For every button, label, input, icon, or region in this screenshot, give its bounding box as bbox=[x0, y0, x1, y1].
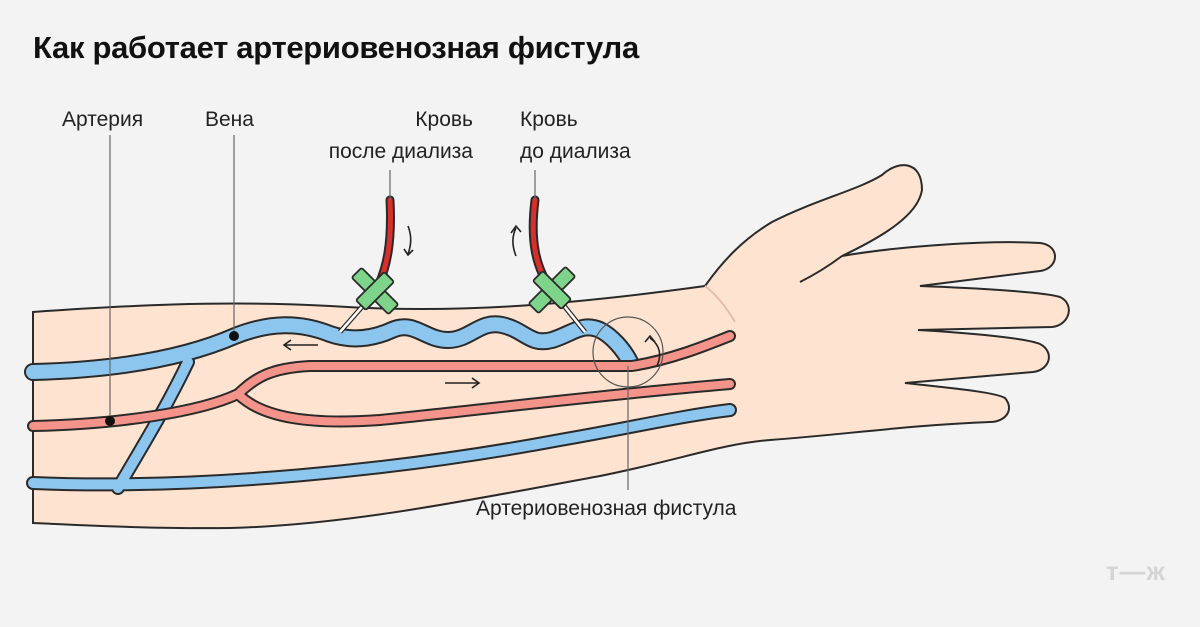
page-title: Как работает артериовенозная фистула bbox=[33, 30, 639, 65]
blood-after-line2: после диализа bbox=[328, 140, 473, 163]
tube-return-flow-arrow bbox=[403, 225, 414, 257]
tube-draw bbox=[528, 195, 587, 334]
blood-before-dialysis-label: Кровь до диализа bbox=[520, 104, 631, 168]
leader-lines bbox=[109, 135, 629, 490]
blood-after-dialysis-label: Кровь после диализа bbox=[329, 104, 473, 168]
vein-label: Вена bbox=[205, 108, 254, 131]
blood-before-line1: Кровь bbox=[520, 108, 578, 131]
thumb-crease bbox=[799, 255, 843, 283]
vein-dot bbox=[229, 331, 239, 341]
blood-before-line2: до диализа bbox=[520, 140, 631, 163]
artery-dot bbox=[105, 416, 115, 426]
tube-draw-flow-arrow bbox=[510, 224, 522, 257]
artery-label: Артерия bbox=[62, 108, 144, 131]
artery-flow-arrow bbox=[445, 377, 481, 389]
brand-logo: т—ж bbox=[1105, 556, 1166, 586]
fistula-label: Артериовенозная фистула bbox=[476, 497, 737, 520]
wrist-line bbox=[704, 285, 736, 323]
blood-after-line1: Кровь bbox=[415, 108, 473, 131]
vein-flow-arrow bbox=[282, 339, 318, 351]
tube-return bbox=[338, 195, 399, 334]
